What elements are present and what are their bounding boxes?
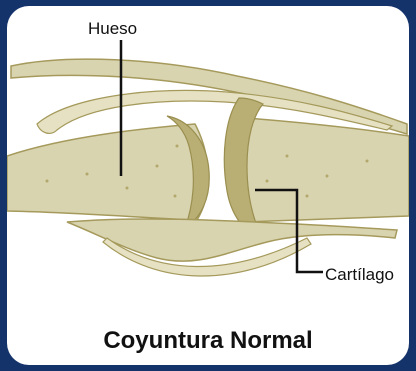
joint-illustration xyxy=(7,6,409,365)
diagram-caption: Coyuntura Normal xyxy=(7,327,409,355)
diagram-card: Hueso Cartílago Coyuntura Normal xyxy=(7,6,409,365)
bone-label: Hueso xyxy=(88,19,137,39)
left-bone xyxy=(7,124,208,220)
right-bone xyxy=(236,118,409,222)
lower-sheath xyxy=(67,219,397,261)
cartilage-label: Cartílago xyxy=(325,265,394,285)
